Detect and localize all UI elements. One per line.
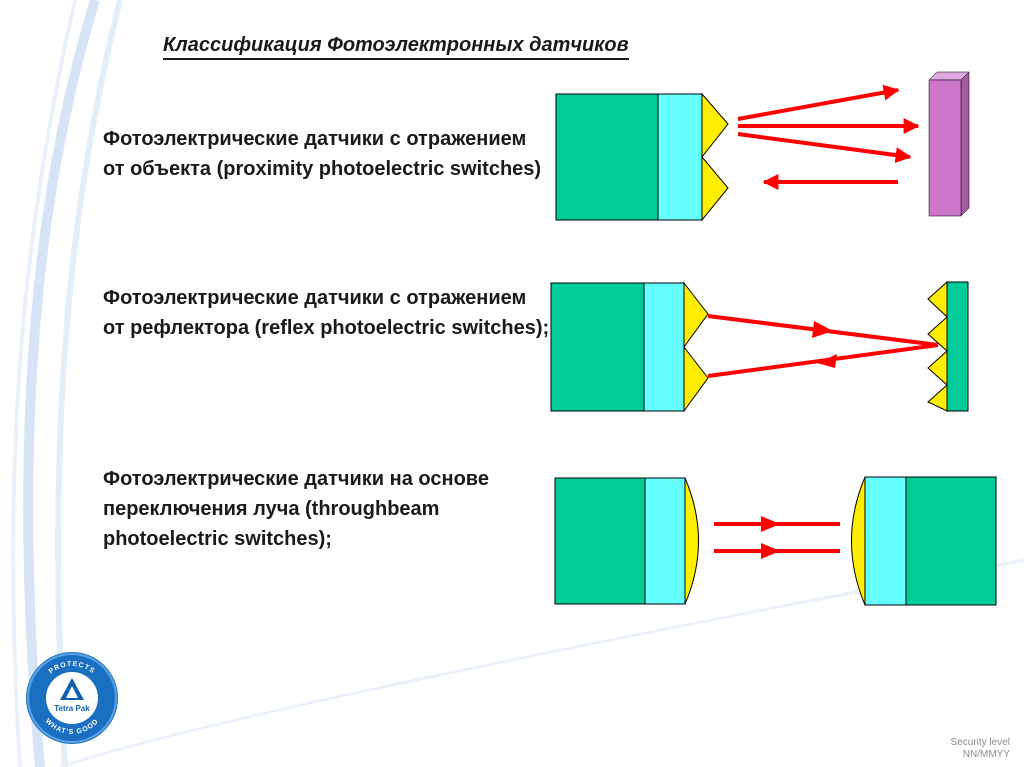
security-level-value: NN/MMYY (962, 749, 1010, 760)
reflex-arrow-out (812, 321, 833, 338)
receiver-lens (864, 476, 907, 606)
emitter-body (554, 477, 646, 605)
reflector-prisms (927, 280, 948, 412)
proximity-diagram (555, 71, 970, 222)
page-title: Классификация Фотоэлектронных датчиков (163, 32, 629, 60)
security-level-label: Security level (950, 737, 1010, 748)
reflex-arrow-back (817, 354, 837, 368)
emitter-convex-lens (684, 477, 699, 605)
tetra-pak-logo: PROTECTS WHAT'S GOOD Tetra Pak (26, 652, 118, 744)
throughbeam-diagram (554, 476, 997, 606)
reflex-sensor-lens (643, 282, 685, 412)
proximity-beam-1 (737, 84, 900, 121)
throughbeam-switch-description: Фотоэлектрические датчики на основе пере… (103, 468, 489, 550)
proximity-target-side (960, 71, 970, 217)
logo-brand: Tetra Pak (54, 704, 90, 713)
security-footer: Security level NN/MMYY (951, 737, 1010, 761)
receiver-convex-lens (851, 476, 866, 606)
reflex-sensor-body (550, 282, 645, 412)
proximity-sensor-lens (657, 93, 703, 221)
reflex-switch-description: Фотоэлектрические датчики с отражением о… (103, 287, 550, 339)
proximity-switch-description: Фотоэлектрические датчики с отражением о… (103, 128, 542, 180)
proximity-beam-3 (737, 132, 912, 164)
proximity-target-front (928, 79, 962, 217)
throughbeam-arrow-2 (761, 543, 780, 559)
throughbeam-arrow-1 (761, 516, 780, 532)
receiver-body (905, 476, 997, 606)
reflex-emitter (683, 281, 709, 413)
reflector-strip (946, 281, 969, 412)
reflex-diagram (550, 280, 969, 413)
proximity-emitter (701, 92, 729, 222)
proximity-sensor-body (555, 93, 659, 221)
emitter-lens (644, 477, 686, 605)
